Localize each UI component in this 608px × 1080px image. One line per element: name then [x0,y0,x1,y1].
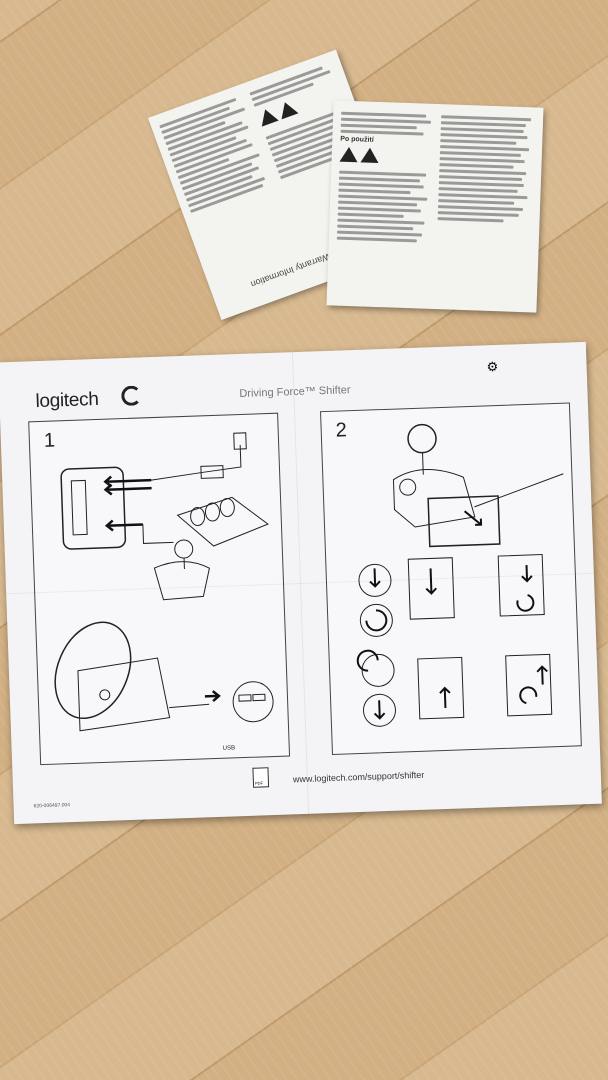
pdf-icon [252,767,270,788]
wheel-base-rear [60,466,127,550]
warranty-booklet-right: Po použití [326,100,544,313]
logitech-g-icon [121,385,142,407]
power-cable [151,444,242,481]
arrow-up-icon [536,665,548,685]
step-2-panel: 2 [320,402,582,755]
arrow-down-icon [425,568,437,595]
arrow-left-icon [103,475,152,488]
steering-wheel [54,621,132,720]
part-number: 620-006497.004 [33,802,71,810]
usb-cable [169,703,210,709]
warning-triangle-icon [256,106,279,127]
mounting-diagram [356,423,564,727]
usb-port-closeup [232,681,274,723]
arrow-left-icon [104,519,143,532]
warning-triangle-icon [360,147,380,164]
arrow-right-icon [204,690,221,703]
shifter-body [392,469,476,528]
warning-triangle-icon [339,146,359,163]
rotate-arrow-icon [519,686,538,705]
pedals [176,496,269,547]
wheel-base [77,657,171,732]
warning-symbols [339,146,434,170]
arrow-down-icon [369,568,381,588]
rotate-arrow-icon [356,649,379,672]
shifter-cable [142,524,174,544]
rotate-step-2 [359,603,393,637]
brand-logo-text: logitech [35,388,99,413]
arrow-left-icon [103,483,152,496]
shifter-knob [174,539,194,559]
step-1-panel: 1 [28,412,291,766]
clamp-detail-4 [505,653,553,717]
instruction-sheet: logitech Driving Force™ Shifter ⚙ 1 [0,341,602,825]
highlight-circle [399,478,417,496]
booklet-heading: Po použití [340,135,374,144]
clamp-detail-2 [497,554,545,617]
clamp-detail-3 [417,656,465,720]
rotate-step-4 [362,693,396,727]
support-url: www.logitech.com/support/shifter [292,769,425,785]
arrow-up-icon [439,686,451,709]
rotate-step-3 [361,653,395,687]
clamp-detail-1 [407,557,455,620]
shifter-knob [407,423,437,454]
connection-diagram [54,432,274,732]
wall-outlet [233,432,247,450]
warning-triangle-icon [276,99,299,120]
usb-label: USB [222,745,236,752]
shifter-thumbnail-icon: ⚙ [486,358,499,375]
arrow-diagonal-icon [463,510,483,526]
power-adapter [200,465,224,479]
port-panel [70,479,88,536]
arrow-down-icon [373,700,386,720]
booklet-right-text-column: Po použití [336,109,436,246]
rotate-arrow-icon [516,594,535,612]
shifter-body [153,561,210,601]
clamp-closeup-box [427,495,501,548]
rotate-arrow-icon [365,609,388,632]
arrow-down-icon [521,565,533,583]
booklet-right-text-column-2 [437,112,535,226]
product-title: Driving Force™ Shifter [239,384,351,400]
